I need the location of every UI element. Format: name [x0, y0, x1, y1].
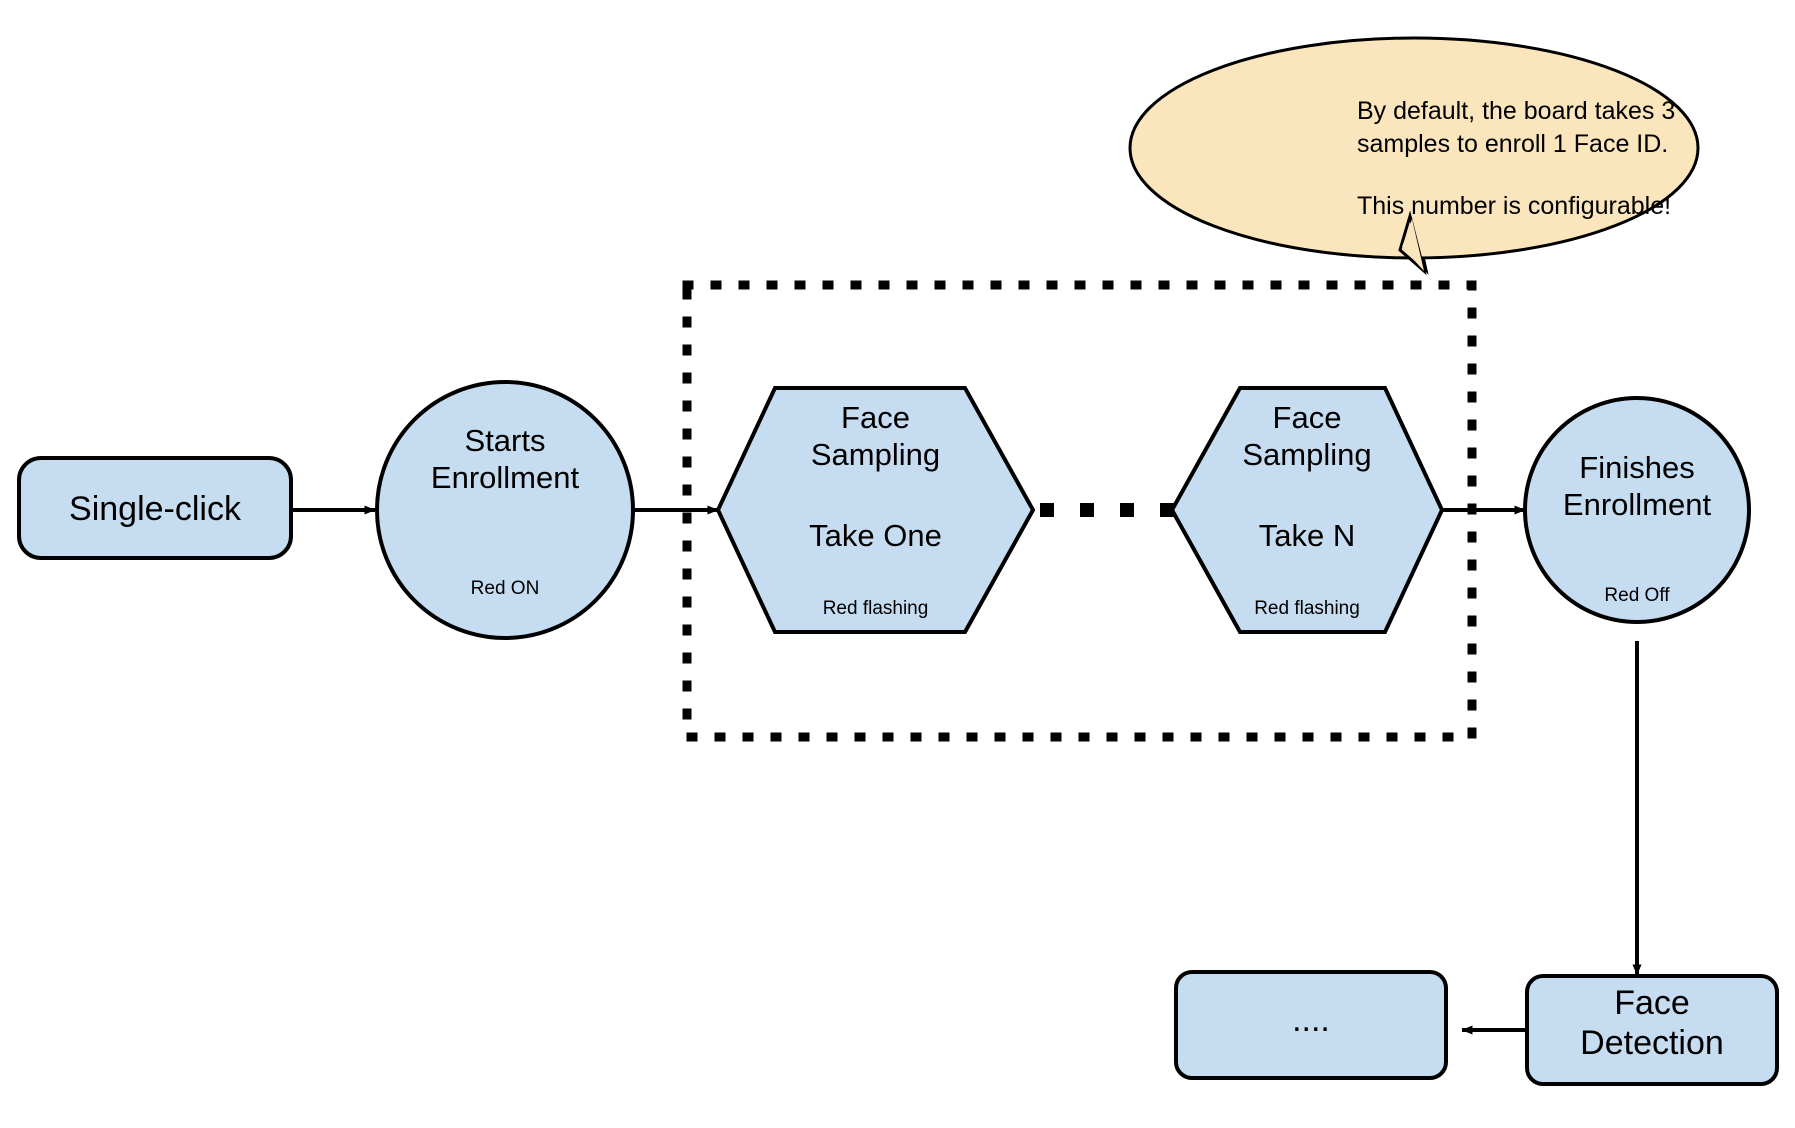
- node-face-sampling-take-one-status: Red flashing: [822, 598, 929, 619]
- node-finishes-enrollment[interactable]: [1523, 396, 1751, 624]
- node-face-sampling-take-n-label-top: Face Sampling: [1242, 400, 1372, 472]
- node-face-sampling-take-one[interactable]: [715, 386, 1036, 634]
- node-finishes-enrollment-label: Finishes Enrollment: [1562, 450, 1712, 522]
- node-face-sampling-take-n-status: Red flashing: [1254, 598, 1360, 619]
- node-starts-enrollment-label: Starts Enrollment: [430, 423, 580, 495]
- callout-line-2: samples to enroll 1 Face ID.: [1357, 130, 1669, 158]
- node-single-click[interactable]: [17, 456, 293, 560]
- node-face-sampling-take-one-label-mid: Take One: [809, 518, 942, 553]
- node-single-click-label: Single-click: [69, 490, 241, 528]
- node-face-sampling-take-n[interactable]: [1169, 386, 1445, 634]
- node-face-detection[interactable]: [1525, 974, 1779, 1086]
- callout-line-3: This number is configurable!: [1357, 192, 1672, 220]
- callout-sampling-note: [1128, 36, 1700, 276]
- node-face-sampling-take-n-label-mid: Take N: [1258, 518, 1356, 553]
- node-starts-enrollment-status: Red ON: [470, 578, 540, 599]
- node-starts-enrollment[interactable]: [375, 380, 635, 640]
- callout-line-1: By default, the board takes 3: [1357, 97, 1676, 125]
- node-continuation[interactable]: [1174, 970, 1448, 1080]
- node-face-detection-label: Face Detection: [1580, 984, 1724, 1063]
- node-face-sampling-take-one-label-top: Face Sampling: [810, 400, 941, 472]
- node-continuation-label: ....: [1292, 1001, 1330, 1039]
- node-finishes-enrollment-status: Red Off: [1604, 585, 1670, 606]
